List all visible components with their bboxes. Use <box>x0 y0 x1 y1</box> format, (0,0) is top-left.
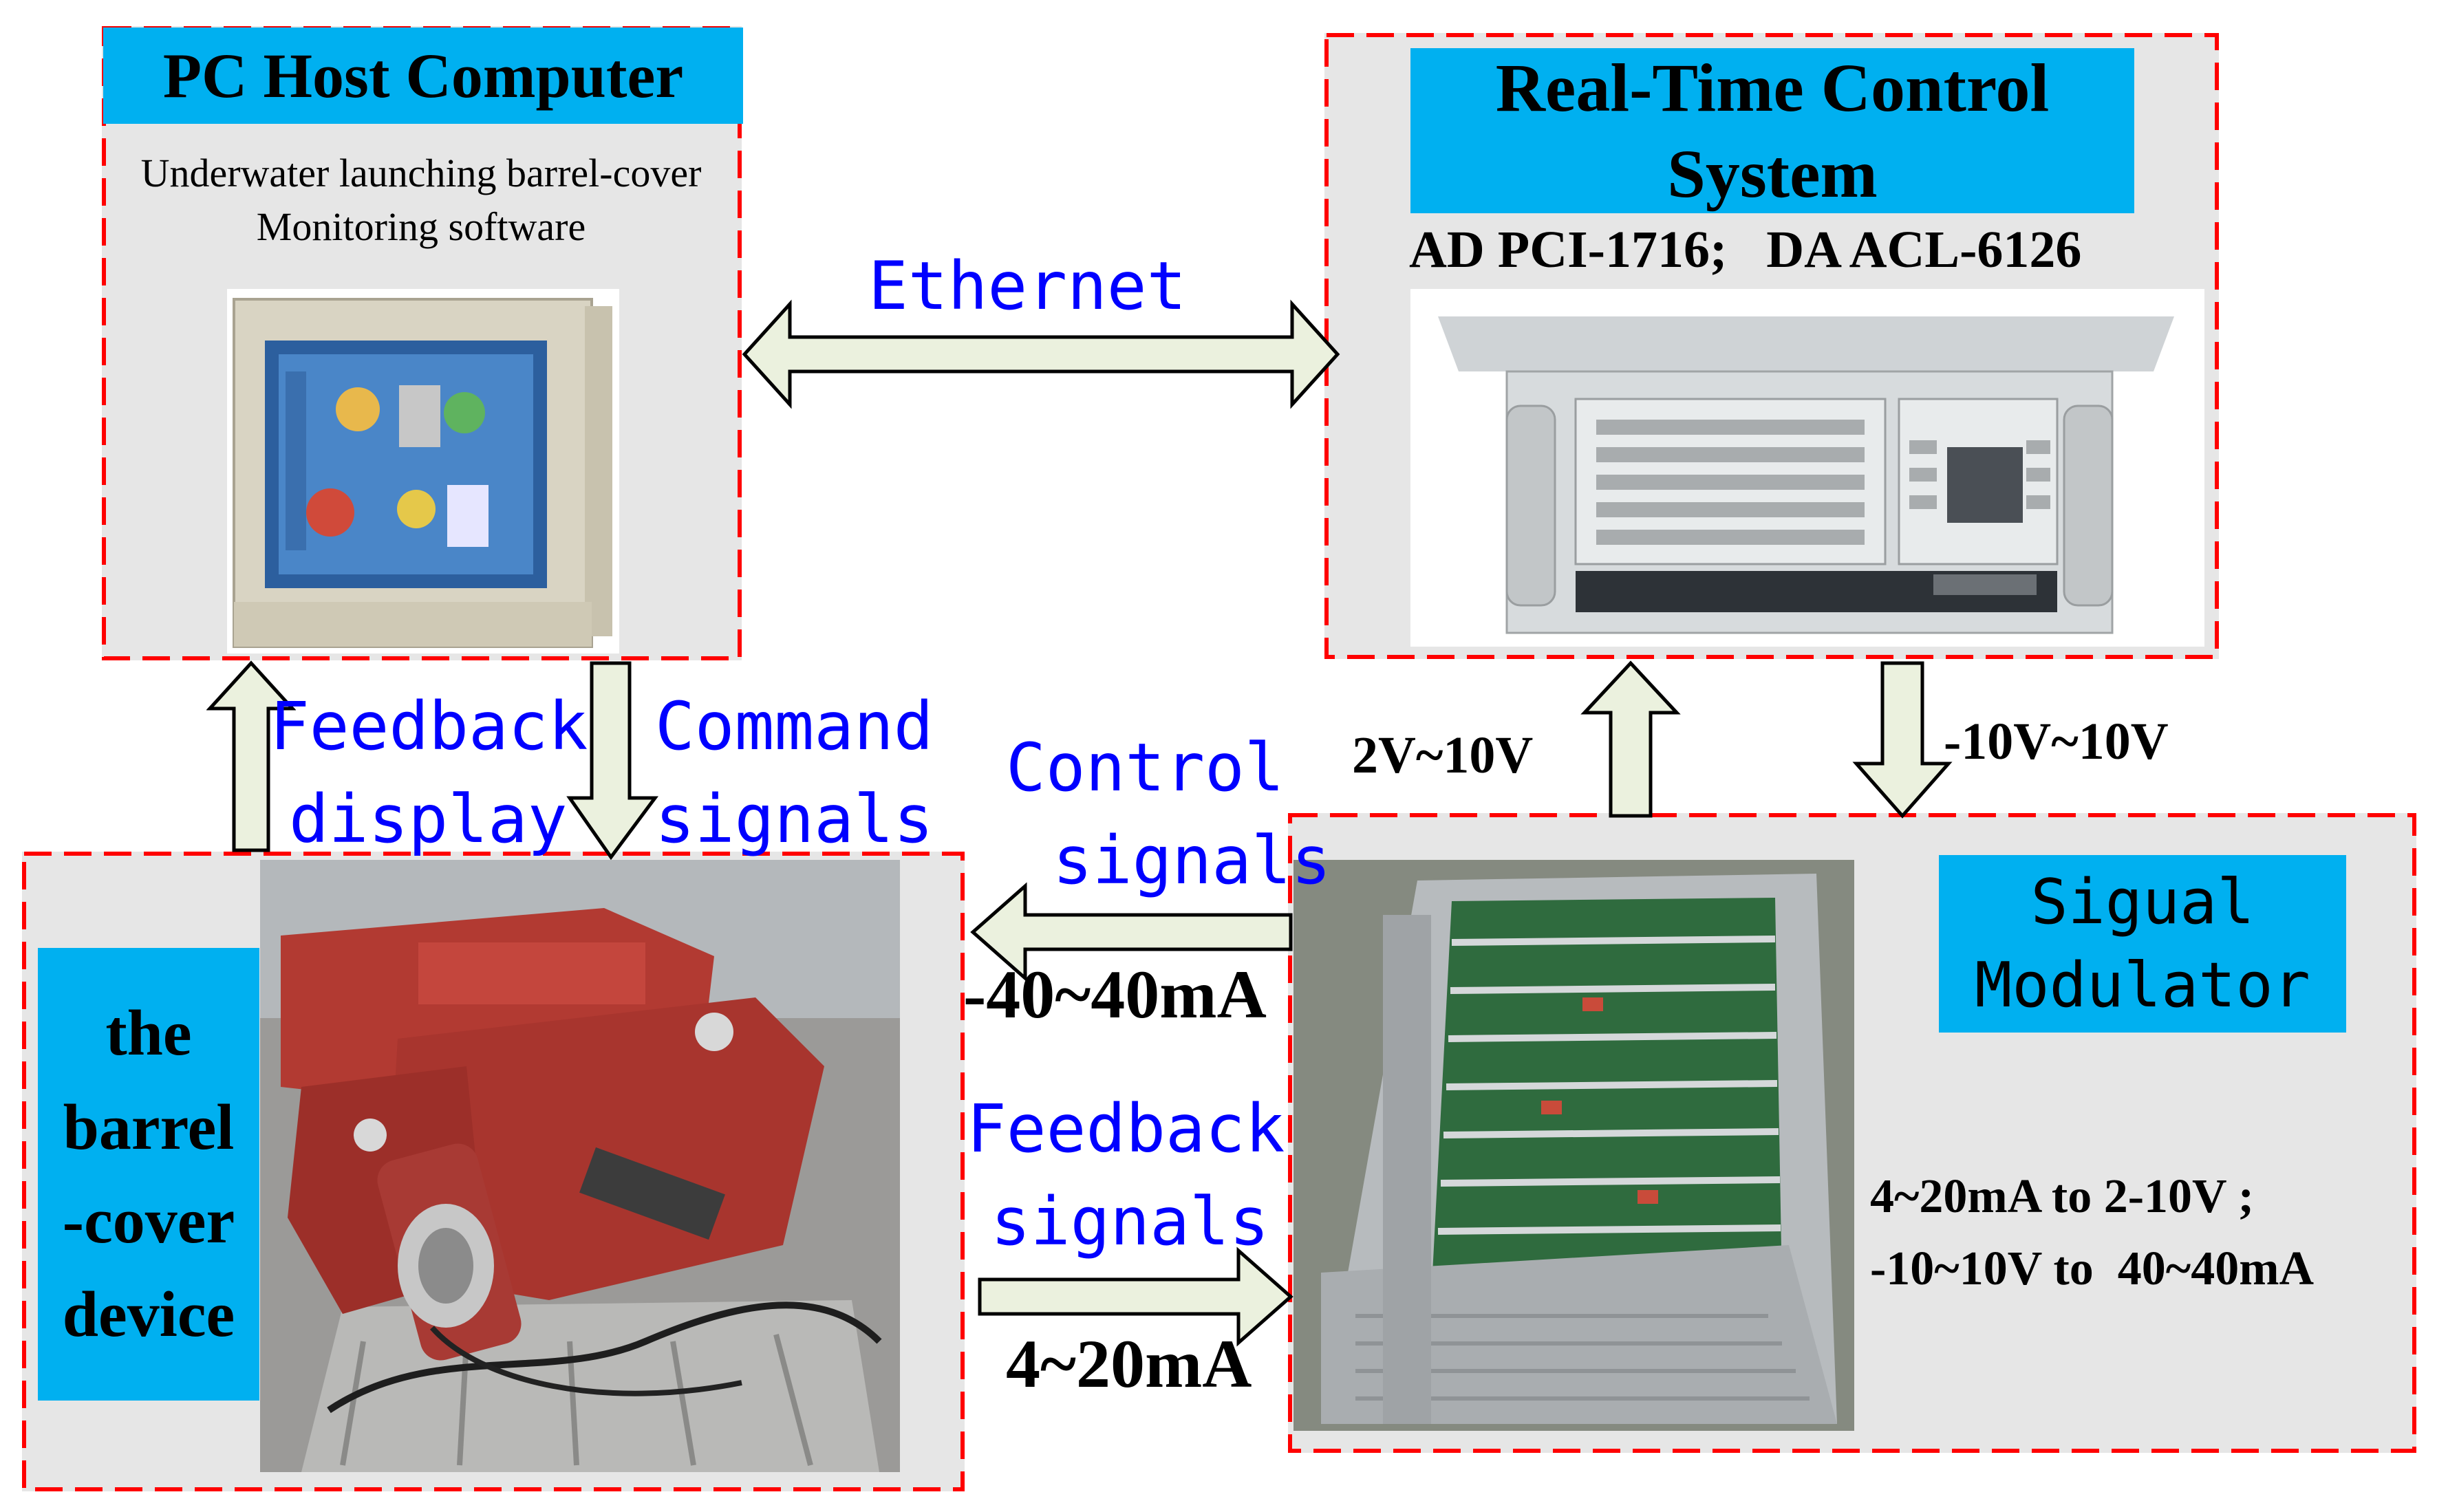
barrel-title-line4: device <box>62 1279 235 1351</box>
barrel-cover-dashed-border <box>22 852 965 1491</box>
modulator-title: Sigual Modulator <box>1939 855 2346 1033</box>
industrial-computer-image <box>1410 289 2204 647</box>
modulator-conv-2: -10~10V to 40~40mA <box>1870 1242 2315 1295</box>
command-signals-arrow <box>566 661 658 860</box>
ethernet-label: Ethernet <box>868 248 1187 325</box>
barrel-title-line2: barrel <box>63 1091 235 1163</box>
control-signals-label-2: signals <box>1053 822 1331 899</box>
modulator-conv-1: 4~20mA to 2-10V ; <box>1870 1170 2255 1223</box>
voltage-up-arrow <box>1580 660 1681 818</box>
signal-modulator-image <box>1293 860 1854 1431</box>
modulator-title-line2: Modulator <box>1975 949 2310 1022</box>
ethernet-double-arrow <box>742 299 1340 409</box>
barrel-cover-device-image <box>260 860 900 1472</box>
pc-host-desc-1: Underwater launching barrel-cover <box>140 151 702 195</box>
control-current-label: -40~40mA <box>963 956 1267 1033</box>
barrel-title-line3: -cover <box>62 1185 235 1257</box>
pc-host-dashed-border <box>102 26 742 660</box>
voltage-down-arrow <box>1852 661 1953 819</box>
feedback-signals-label-1: Feedback <box>967 1090 1285 1167</box>
voltage-down-label: -10V~10V <box>1944 713 2169 770</box>
feedback-display-arrow <box>206 660 296 852</box>
barrel-cover-title: the barrel -cover device <box>38 948 259 1401</box>
realtime-title: Real-Time Control System <box>1410 48 2134 213</box>
pc-host-title-text: PC Host Computer <box>162 41 684 111</box>
modulator-dashed-border <box>1288 813 2416 1453</box>
pc-host-desc-2: Monitoring software <box>256 204 586 249</box>
barrel-title-line1: the <box>105 997 192 1070</box>
feedback-current-label: 4~20mA <box>1006 1326 1252 1402</box>
realtime-title-line1: Real-Time Control <box>1495 50 2050 126</box>
pc-host-title: PC Host Computer <box>103 28 743 124</box>
panel-pc-image <box>227 289 619 654</box>
feedback-display-label-1: Feedback <box>270 688 588 765</box>
realtime-cards-label: AD PCI-1716; DA ACL-6126 <box>1409 221 2082 279</box>
feedback-signals-label-2: signals <box>991 1183 1269 1260</box>
voltage-up-label: 2V~10V <box>1352 726 1534 784</box>
modulator-title-line1: Sigual <box>2030 865 2255 938</box>
feedback-display-label-2: display <box>289 781 568 858</box>
realtime-title-line2: System <box>1667 136 1878 212</box>
command-signals-label-1: Command <box>655 688 934 765</box>
control-signals-label-1: Control <box>1006 729 1285 806</box>
control-signals-arrow <box>970 882 1293 982</box>
feedback-signals-arrow <box>978 1246 1293 1347</box>
command-signals-label-2: signals <box>655 781 934 858</box>
